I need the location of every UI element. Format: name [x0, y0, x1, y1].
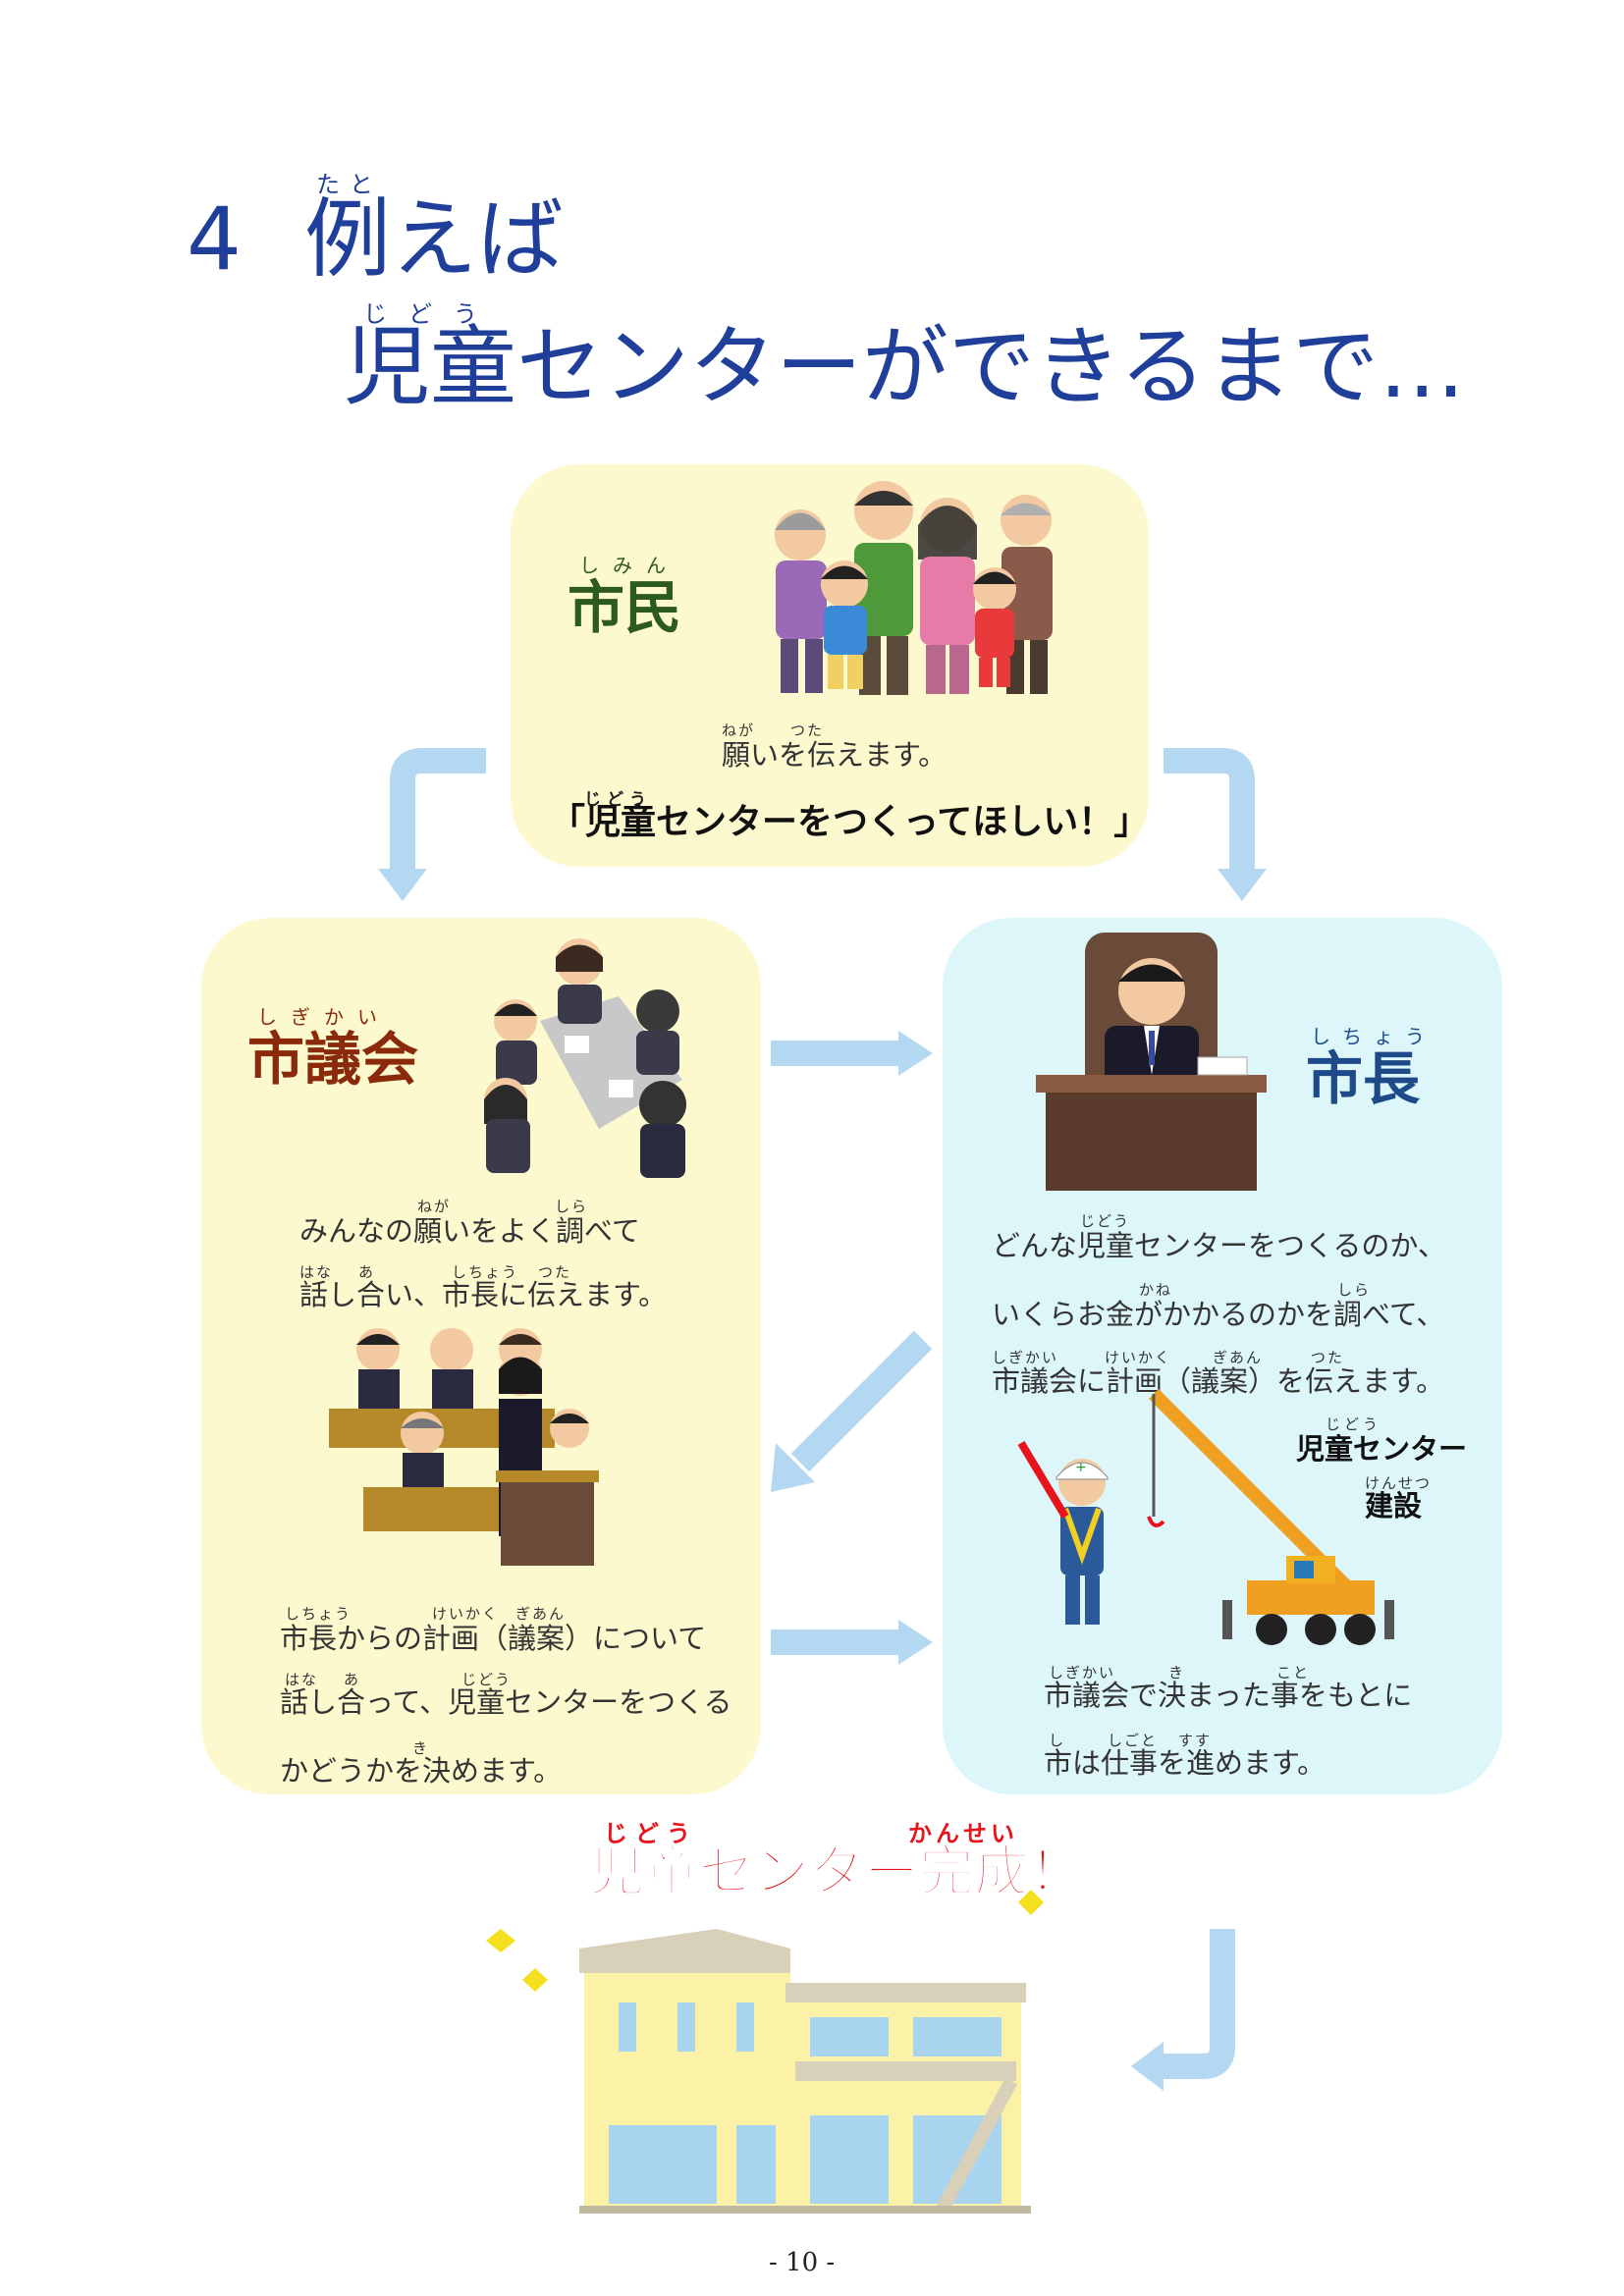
- assembly-illustration: [329, 1328, 599, 1566]
- arrow-citizens-to-mayor: [1164, 748, 1255, 879]
- title-ruby-tatoe: たと: [316, 171, 383, 198]
- children-center-illustration: [486, 1890, 1044, 2214]
- mayor-text2-ruby-2: き: [1168, 1664, 1186, 1682]
- mayor-text1-ruby-7: つた: [1311, 1349, 1345, 1366]
- construction-ruby-2: けんせつ: [1365, 1474, 1433, 1492]
- mayor-text1-ruby-1: じどう: [1080, 1212, 1131, 1230]
- meeting-illustration: [484, 938, 686, 1178]
- arrow-mayor-to-completion: [1159, 1929, 1235, 2079]
- arrow-citizens-to-council: [390, 748, 486, 879]
- citizens-quote-ruby: じどう: [584, 790, 652, 810]
- mayor-text1-ruby-5: けいかく: [1105, 1349, 1172, 1366]
- council-text2-line3: かどうかを決めます。: [280, 1754, 563, 1788]
- council-text2-line1: 市長からの計画（議案）について: [280, 1622, 707, 1655]
- arrow-mayor-to-council: [790, 1330, 933, 1472]
- council-text1-line1: みんなの願いをよく調べて: [299, 1214, 640, 1248]
- mayor-text1-ruby-2: かね: [1139, 1281, 1173, 1299]
- mayor-text1-ruby-6: ぎあん: [1213, 1349, 1264, 1366]
- mayor-text2-line2: 市は仕事を進めます。: [1044, 1746, 1326, 1780]
- mayor-text2-ruby-4: し: [1049, 1732, 1066, 1749]
- construction-ruby-1: じどう: [1326, 1415, 1382, 1433]
- sparkle-icon: [486, 1929, 515, 1952]
- mayor-text2-ruby-1: しぎかい: [1049, 1664, 1116, 1682]
- council-text1-ruby-4: あ: [358, 1263, 376, 1281]
- svg-text:+: +: [1075, 1460, 1087, 1475]
- construction-label-2: 建設: [1365, 1489, 1423, 1522]
- council-text2-ruby-5: あ: [344, 1671, 361, 1688]
- mayor-text2-ruby-5: しごと: [1108, 1732, 1159, 1749]
- title-ruby-jidou: じどう: [363, 300, 499, 328]
- council-text1-ruby-5: しちょう: [452, 1263, 519, 1281]
- mayor-text1-line1: どんな児童センターをつくるのか、: [992, 1229, 1446, 1262]
- citizens-quote: 「児童センターをつくってほしい！」: [550, 802, 1150, 842]
- family-illustration: [775, 481, 1053, 695]
- mayor-label: 市長: [1306, 1045, 1421, 1112]
- council-label: 市議会: [247, 1026, 419, 1093]
- sparkle-icon: [522, 1968, 548, 1992]
- council-label-ruby: しぎかい: [257, 1005, 391, 1029]
- council-text2-ruby-4: はな: [285, 1671, 319, 1688]
- council-text2-ruby-7: き: [412, 1739, 430, 1757]
- construction-label-1: 児童センター: [1296, 1432, 1468, 1466]
- section-number: 4: [187, 188, 242, 290]
- council-text1-line2: 話し合い、市長に伝えます。: [299, 1278, 668, 1311]
- council-text1-ruby-2: しら: [555, 1198, 589, 1215]
- construction-illustration: +: [1017, 1389, 1394, 1645]
- page-title-line1: 例えば: [304, 188, 565, 290]
- citizens-text-ruby-2: つた: [790, 721, 825, 739]
- mayor-text2-ruby-3: こと: [1276, 1664, 1311, 1682]
- council-text2-ruby-2: けいかく: [432, 1605, 500, 1623]
- completion-ruby-2: かんせい: [908, 1820, 1018, 1847]
- council-text2-ruby-3: ぎあん: [515, 1605, 567, 1623]
- mayor-text1-line3: 市議会に計画（議案）を伝えます。: [992, 1364, 1445, 1398]
- council-text2-ruby-6: じどう: [461, 1671, 513, 1688]
- council-text2-line2: 話し合って、児童センターをつくる: [280, 1685, 732, 1719]
- mayor-illustration: [1036, 933, 1267, 1191]
- completion-title: 児童センター完成！: [588, 1841, 1085, 1904]
- mayor-text1-ruby-4: しぎかい: [992, 1349, 1059, 1366]
- citizens-text: 願いを伝えます。: [722, 738, 947, 772]
- page-number: - 10 -: [769, 2248, 836, 2277]
- completion-ruby-1: じどう: [604, 1820, 698, 1847]
- sparkle-icon: [1018, 1890, 1044, 1915]
- citizens-label-ruby: しみん: [579, 554, 679, 577]
- council-text2-ruby-1: しちょう: [285, 1605, 352, 1623]
- mayor-text1-line2: いくらお金がかかるのかを調べて、: [992, 1298, 1445, 1331]
- mayor-text2-line1: 市議会で決まった事をもとに: [1044, 1679, 1413, 1712]
- mayor-label-ruby: しちょう: [1311, 1025, 1436, 1048]
- citizens-label: 市民: [568, 574, 682, 641]
- citizens-text-ruby-1: ねが: [722, 721, 756, 739]
- council-text1-ruby-1: ねが: [417, 1198, 452, 1215]
- council-text1-ruby-6: つた: [538, 1263, 572, 1281]
- council-text1-ruby-3: はな: [299, 1263, 334, 1281]
- mayor-text1-ruby-3: しら: [1337, 1281, 1372, 1299]
- page-title-line2: 児童センターができるまで…: [344, 316, 1466, 417]
- mayor-text2-ruby-6: すす: [1178, 1732, 1213, 1749]
